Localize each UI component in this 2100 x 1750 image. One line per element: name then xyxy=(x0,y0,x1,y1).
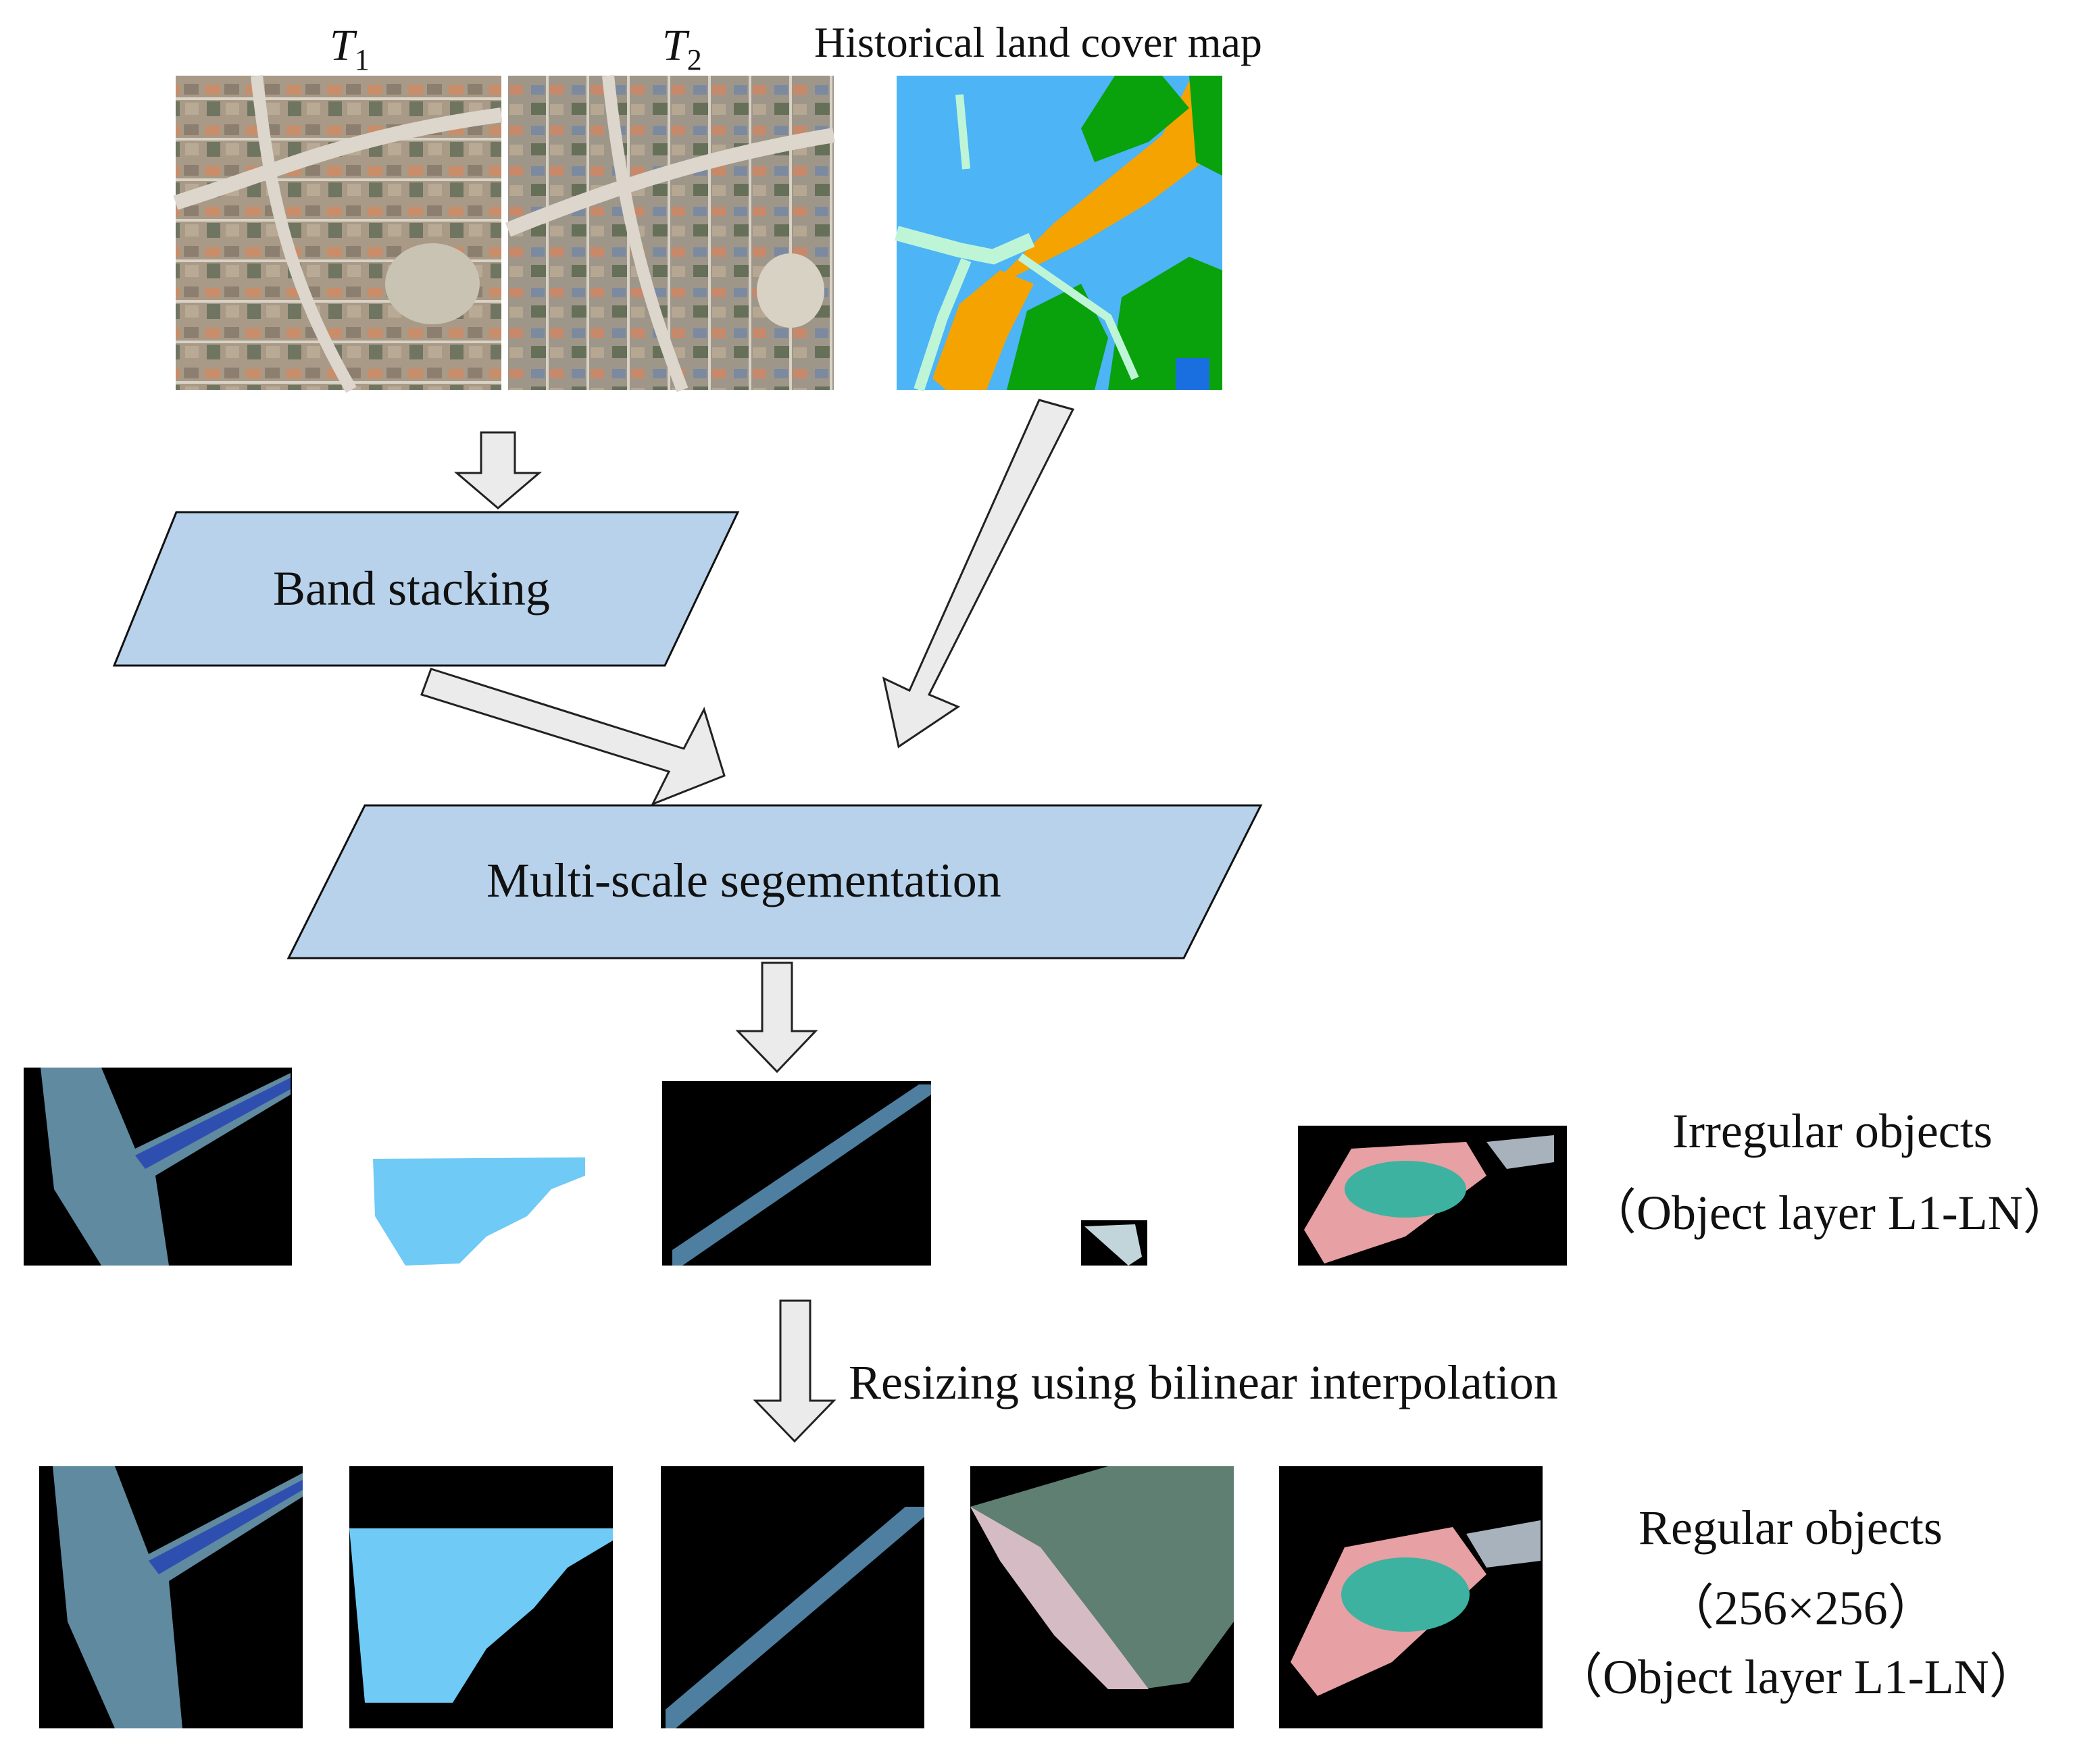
irregular-object-3 xyxy=(662,1081,931,1266)
regular-object-1 xyxy=(39,1466,303,1728)
irregular-object-5 xyxy=(1298,1126,1567,1266)
resizing-label: Resizing using bilinear interpolation xyxy=(849,1355,1558,1409)
t1-label: T1 xyxy=(330,20,370,77)
regular-object-4 xyxy=(970,1466,1234,1728)
band-stacking-label: Band stacking xyxy=(273,561,550,616)
regular-object-2 xyxy=(349,1466,613,1728)
landcover-label: Historical land cover map xyxy=(814,18,1262,66)
irregular-title: Irregular objects xyxy=(1672,1104,1993,1158)
t2-label: T2 xyxy=(662,20,702,77)
segmentation-box xyxy=(286,804,1263,959)
regular-object-5 xyxy=(1279,1466,1543,1728)
regular-object-3 xyxy=(661,1466,924,1728)
landcover-map xyxy=(895,76,1222,392)
t1-image xyxy=(173,75,503,393)
arrow-band-to-segmentation xyxy=(420,668,726,806)
regular-size: （256×256） xyxy=(1666,1581,1936,1635)
t2-label-base: T xyxy=(662,21,687,70)
t1-label-base: T xyxy=(330,21,355,70)
arrow-to-irregular-objects xyxy=(735,961,818,1074)
band-stacking-box xyxy=(112,511,740,667)
regular-subtitle: （Object layer L1-LN） xyxy=(1554,1650,2038,1704)
t1-label-subscript: 1 xyxy=(354,43,370,77)
t2-image xyxy=(505,75,835,393)
arrow-to-band-stacking xyxy=(453,431,543,509)
t2-label-subscript: 2 xyxy=(686,43,702,77)
irregular-object-4 xyxy=(1081,1220,1147,1266)
arrow-landcover-to-segmentation xyxy=(882,399,1075,749)
irregular-subtitle: （Object layer L1-LN） xyxy=(1588,1186,2072,1240)
segmentation-label: Multi-scale segementation xyxy=(486,853,1001,907)
arrow-resizing xyxy=(753,1299,836,1443)
irregular-object-2 xyxy=(373,1157,585,1266)
irregular-object-1 xyxy=(24,1068,292,1266)
regular-title: Regular objects xyxy=(1639,1501,1943,1555)
